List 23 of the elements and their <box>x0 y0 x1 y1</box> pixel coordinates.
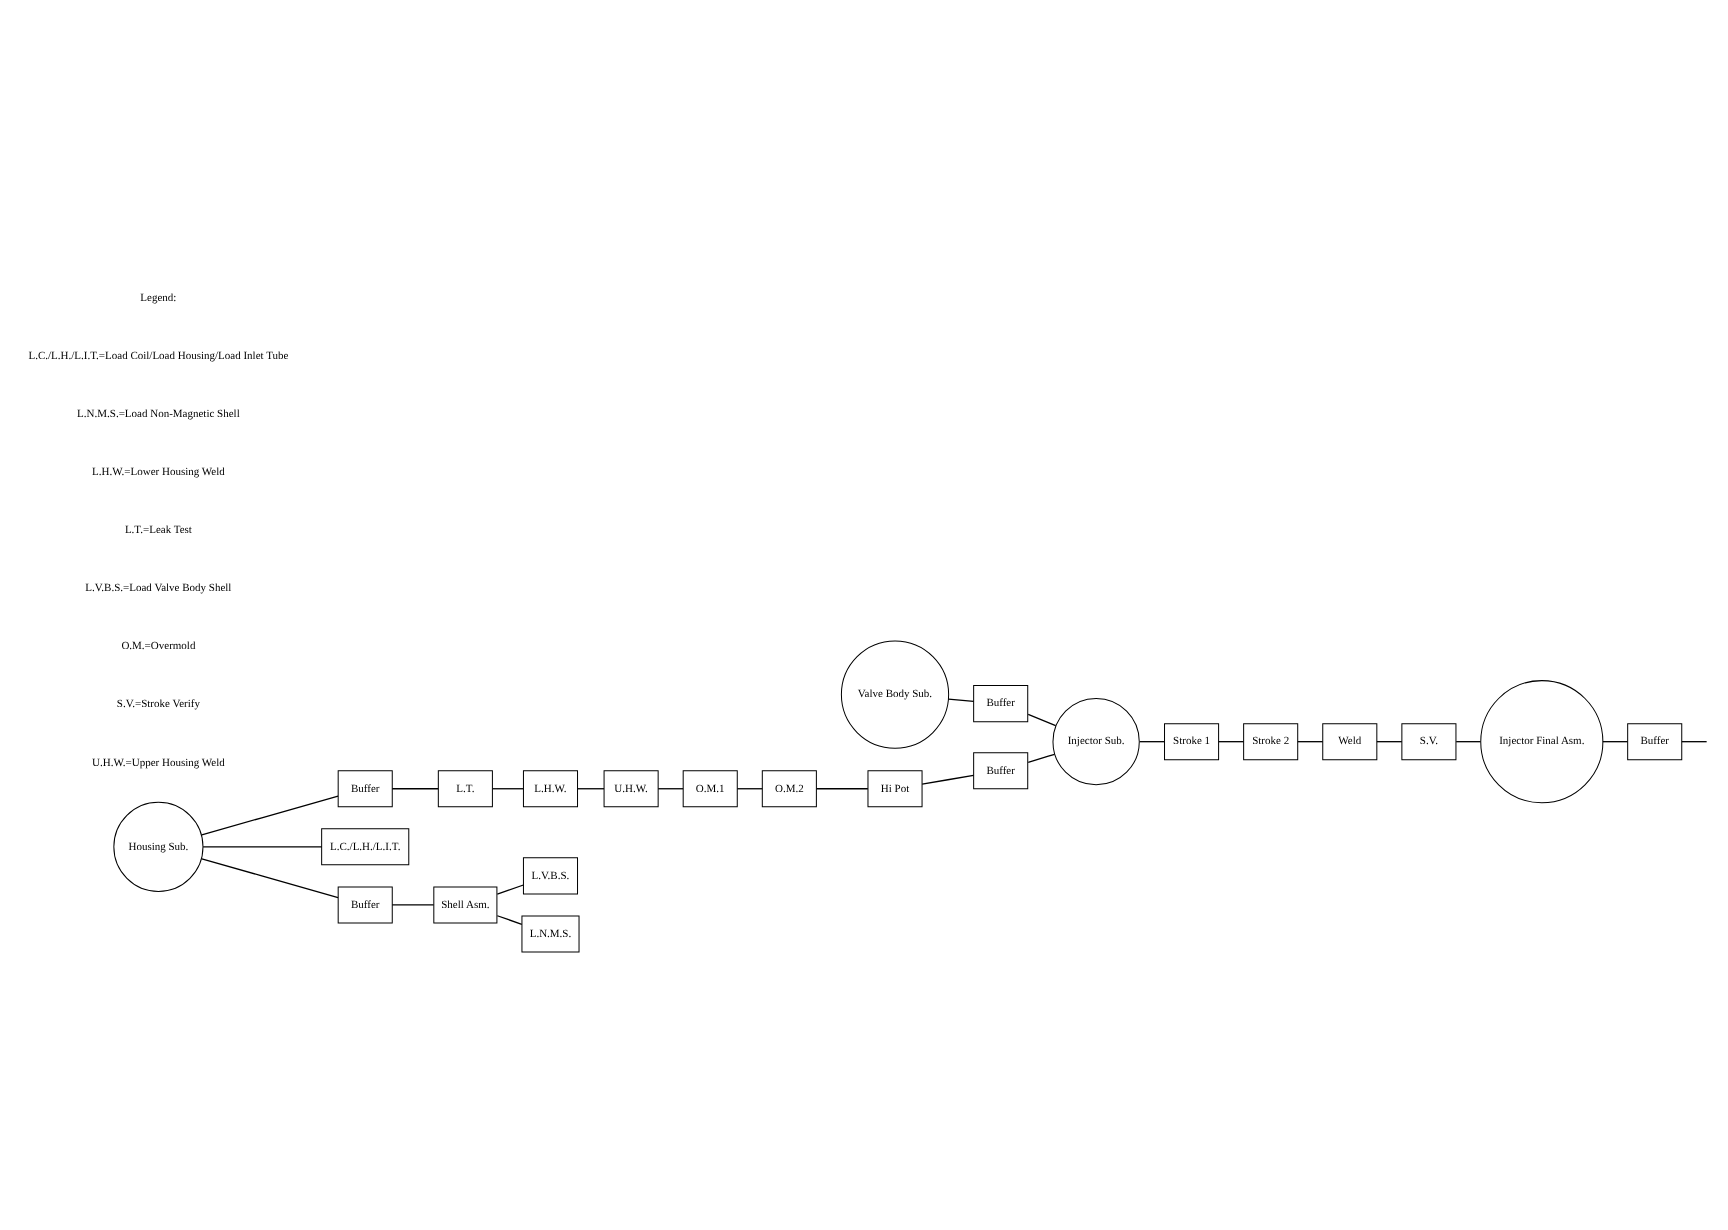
connector <box>1218 740 1245 742</box>
connector <box>1027 752 1056 763</box>
connector <box>947 697 975 701</box>
connector <box>201 794 339 835</box>
connector <box>496 883 525 894</box>
connector <box>577 787 605 789</box>
connector <box>1376 740 1403 742</box>
connector <box>1455 740 1482 742</box>
connector <box>921 773 975 784</box>
connector <box>1139 740 1165 742</box>
connector <box>496 914 523 924</box>
connector <box>1681 740 1708 742</box>
connector <box>391 787 439 789</box>
connector <box>736 787 763 789</box>
connector <box>1297 740 1324 742</box>
connector <box>657 787 684 789</box>
connector <box>1602 740 1629 742</box>
connector <box>202 845 323 847</box>
connector <box>492 787 524 789</box>
connector <box>1027 712 1057 726</box>
connector <box>815 787 869 789</box>
connector <box>201 857 339 898</box>
connector <box>391 903 435 905</box>
